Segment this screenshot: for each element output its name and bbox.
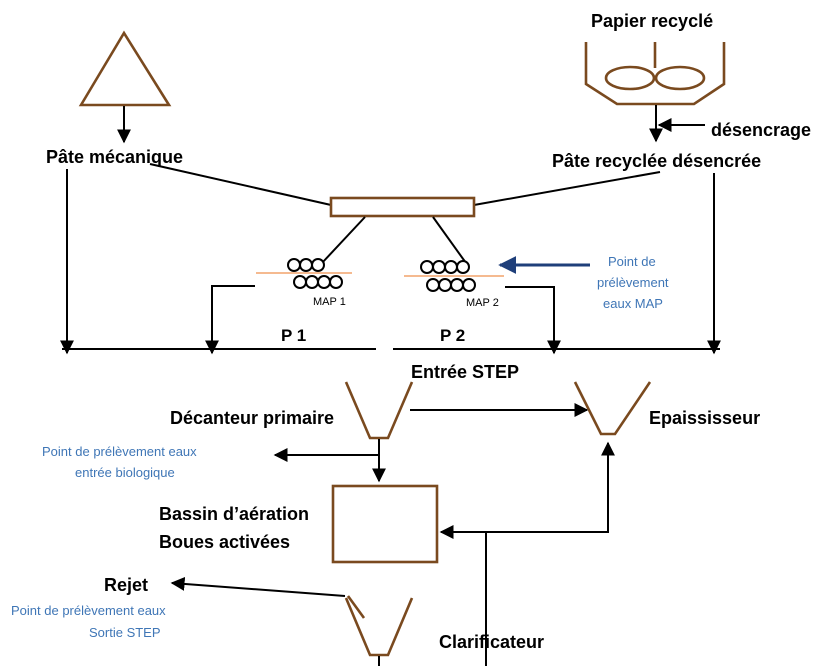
p1-label: P 1	[281, 326, 306, 345]
thickener	[573, 381, 652, 436]
pulper-vessel	[584, 42, 726, 106]
map2-effluent-line	[505, 286, 561, 355]
clarifier-to-reject-line	[346, 595, 366, 619]
recycled-pulp-to-chest-line	[473, 171, 661, 206]
recycled-paper-label: Papier recyclé	[591, 11, 713, 31]
map1-label: MAP 1	[313, 296, 346, 308]
clarifier-label: Clarificateur	[439, 632, 544, 652]
p2-label: P 2	[440, 326, 465, 345]
deinking-label: désencrage	[711, 120, 811, 140]
mixing-chest	[329, 196, 476, 218]
bio-sampling-line2: entrée biologique	[75, 465, 175, 480]
mechanical-pulp-source-triangle	[78, 30, 172, 107]
aeration-basin-label-line2: Boues activées	[159, 532, 290, 552]
map1-paper-machine	[256, 258, 352, 289]
reject-label: Rejet	[104, 575, 148, 595]
aeration-basin-label-line1: Bassin d’aération	[159, 504, 309, 524]
step-inlet-label: Entrée STEP	[411, 362, 519, 382]
primary-settler	[344, 381, 414, 440]
outlet-sampling-line1: Point de prélèvement eaux	[11, 603, 166, 618]
bio-sampling-line1: Point de prélèvement eaux	[42, 444, 197, 459]
reject-arrow	[170, 576, 346, 597]
aeration-basin	[331, 484, 439, 564]
primary-settler-label: Décanteur primaire	[170, 408, 334, 428]
map2-paper-machine	[404, 260, 504, 292]
map1-effluent-line	[205, 285, 255, 355]
outlet-sampling-line2: Sortie STEP	[89, 625, 161, 640]
mechanical-pulp-label: Pâte mécanique	[46, 147, 183, 167]
map2-label: MAP 2	[466, 297, 499, 309]
clarifier	[344, 597, 414, 657]
map-sampling-line3: eaux MAP	[603, 296, 663, 311]
pulper-rotor-right	[654, 65, 706, 91]
chest-to-map1-line	[321, 216, 366, 264]
chest-to-map2-line	[432, 216, 467, 264]
mech-pulp-to-chest-line	[149, 163, 332, 206]
map-sampling-line1: Point de	[608, 254, 656, 269]
thickener-label: Epaississeur	[649, 408, 760, 428]
map-sampling-line2: prélèvement	[597, 275, 669, 290]
sludge-recirculation-to-thickener	[486, 441, 615, 533]
pulper-rotor-left	[604, 65, 656, 91]
recycled-pulp-label: Pâte recyclée désencrée	[552, 151, 761, 171]
